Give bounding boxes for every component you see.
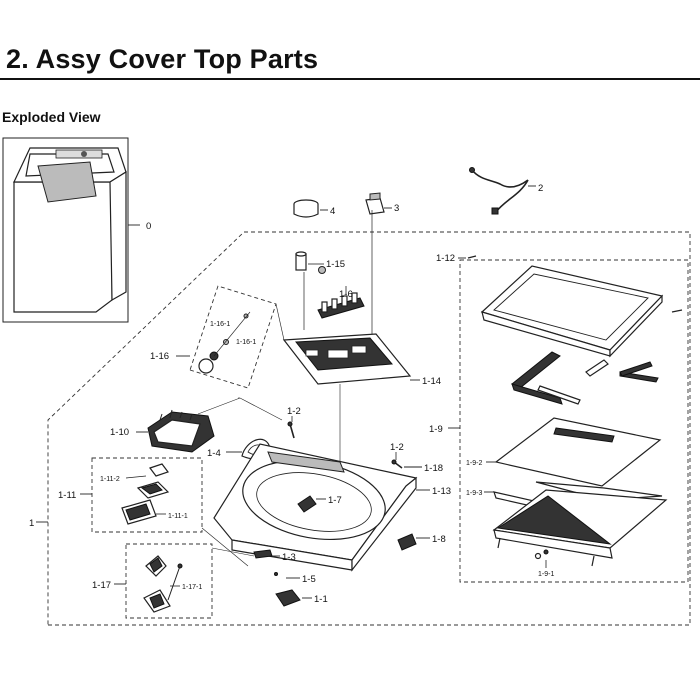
callout-1-11-1: 1-11-1	[168, 513, 188, 520]
callout-1-9-3: 1-9-3	[466, 490, 482, 497]
page-title: 2. Assy Cover Top Parts	[6, 44, 319, 74]
callout-1-16: 1-16	[150, 351, 169, 362]
switch-part-3	[365, 192, 392, 215]
callout-1-16-1a: 1-16-1	[210, 321, 230, 328]
part-1-1	[275, 589, 312, 607]
callout-1-16-1b: 1-16-1	[236, 339, 256, 346]
callout-1-3: 1-3	[282, 552, 296, 563]
callout-1-14: 1-14	[422, 376, 441, 387]
subassembly-1-17-boundary	[125, 543, 213, 619]
callout-0: 0	[146, 221, 151, 232]
connector-part-1-6	[317, 286, 365, 319]
callout-1-6: 1-6	[339, 289, 353, 300]
callout-1-9-1: 1-9-1	[538, 571, 554, 578]
callout-1-10: 1-10	[110, 427, 129, 438]
drawer-part-1-11	[80, 463, 170, 525]
knob-part-1-16	[176, 311, 251, 374]
callout-1-7: 1-7	[328, 495, 342, 506]
callout-1-8: 1-8	[432, 534, 446, 545]
callout-1-17: 1-17	[92, 580, 111, 591]
section-subtitle: Exploded View	[2, 109, 101, 125]
pcb-part-1-14	[282, 210, 420, 385]
hinge-part-1-17	[114, 555, 183, 613]
top-cover-part-1-13	[213, 384, 430, 572]
callout-1-1: 1-1	[314, 594, 328, 605]
callout-3: 3	[394, 203, 399, 214]
callout-2: 2	[538, 183, 543, 194]
cap-part-4	[293, 199, 328, 218]
sensor-part-1-15	[295, 251, 326, 330]
dispenser-part-1-10	[136, 397, 241, 453]
callout-1-12: 1-12	[436, 253, 455, 264]
clip-part-1-12	[458, 255, 683, 313]
latch-part-1-7	[297, 495, 326, 513]
cable-part-2	[469, 167, 536, 215]
callout-1: 1	[29, 518, 34, 529]
subassembly-1-9-boundary	[459, 259, 689, 583]
callout-1-18: 1-18	[424, 463, 443, 474]
glass-part-1-9-2	[486, 417, 662, 487]
screw-part-1-2-left	[287, 416, 295, 439]
callout-1-2b: 1-2	[390, 442, 404, 453]
screw-part-1-2-right	[391, 452, 403, 469]
callout-1-11: 1-11	[58, 490, 76, 501]
callout-1-4: 1-4	[207, 448, 221, 459]
callout-1-5: 1-5	[302, 574, 316, 585]
callout-1-17-1: 1-17-1	[182, 584, 202, 591]
plate-part-1-3	[253, 549, 280, 559]
title-underline	[0, 78, 700, 80]
subassembly-1-11-boundary	[91, 457, 203, 533]
lid-bottom-panel	[492, 489, 668, 568]
assembly-1-boundary	[47, 231, 691, 626]
screw-part-1-5	[274, 572, 300, 579]
assembly-leader-lines	[201, 303, 285, 567]
hinge-part-1-8	[397, 533, 430, 551]
callout-1-9: 1-9	[429, 424, 443, 435]
lid-hinge-strips	[511, 351, 659, 405]
callout-1-13: 1-13	[432, 486, 451, 497]
washer-overview-box	[2, 137, 140, 323]
callout-1-9-2: 1-9-2	[466, 460, 482, 467]
callout-1-15: 1-15	[326, 259, 345, 270]
callout-1-11-2: 1-11-2	[100, 476, 120, 483]
callout-1-2a: 1-2	[287, 406, 301, 417]
lid-frame	[480, 265, 664, 358]
callout-4: 4	[330, 206, 335, 217]
